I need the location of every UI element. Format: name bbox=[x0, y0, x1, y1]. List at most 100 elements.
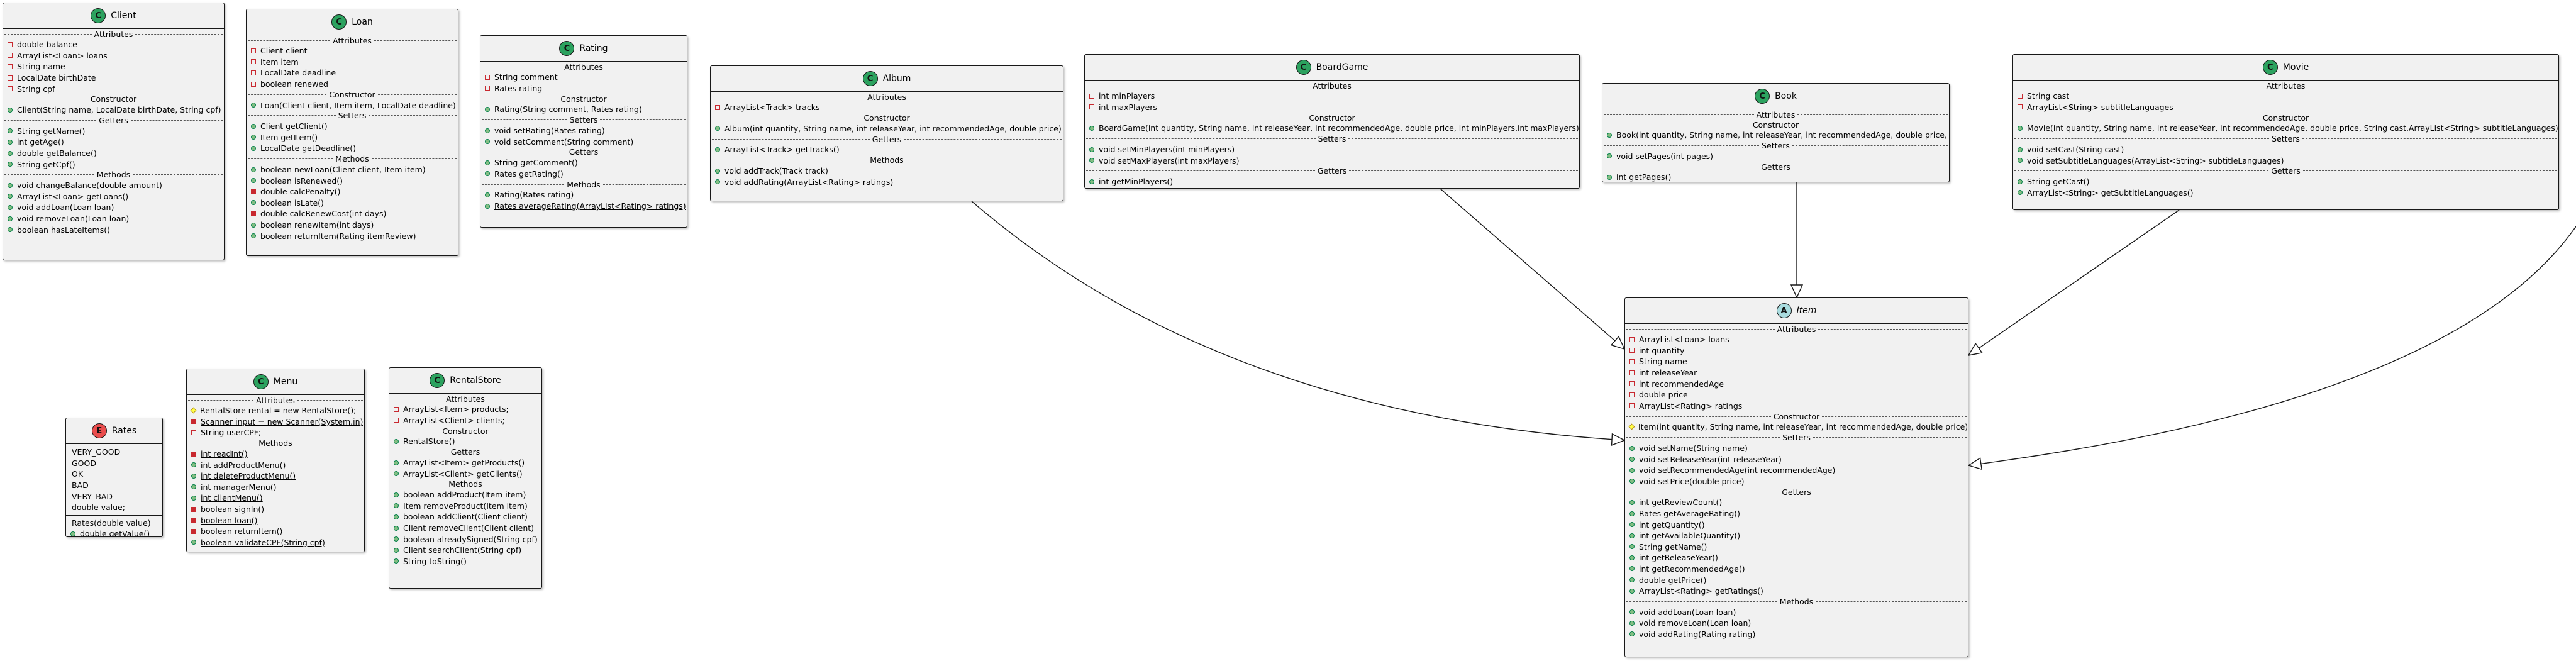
member-row: int maxPlayers bbox=[1085, 102, 1579, 113]
member-text: double price bbox=[1639, 390, 1688, 400]
section-label: Getters bbox=[1317, 166, 1347, 176]
public-member-icon bbox=[1607, 174, 1612, 180]
member-row: String comment bbox=[480, 72, 687, 83]
public-member-icon bbox=[191, 462, 196, 468]
section-label: Getters bbox=[450, 447, 480, 457]
member-row: Rates getAverageRating() bbox=[1625, 508, 1968, 519]
public-member-icon bbox=[2018, 158, 2023, 164]
section-title-getters: Getters bbox=[480, 147, 687, 157]
member-row: double price bbox=[1625, 389, 1968, 401]
section-title-getters: Getters bbox=[711, 134, 1063, 144]
public-member-icon bbox=[1629, 511, 1635, 516]
section-title-methods: Methods bbox=[389, 479, 541, 489]
member-row: ArrayList<String> subtitleLanguages bbox=[2013, 102, 2558, 113]
member-row: Client searchClient(String cpf) bbox=[389, 545, 541, 556]
member-row: boolean renewed bbox=[247, 79, 458, 90]
public-member-icon bbox=[394, 438, 399, 444]
class-name: Menu bbox=[273, 377, 298, 387]
section-label: Constructor bbox=[2262, 113, 2309, 123]
public-member-icon bbox=[1629, 566, 1635, 572]
member-text: String name bbox=[17, 62, 65, 72]
member-row: Rates rating bbox=[480, 83, 687, 94]
member-text: void setName(String name) bbox=[1639, 443, 1748, 453]
protected-member-icon bbox=[1628, 424, 1635, 430]
public-member-icon bbox=[1629, 544, 1635, 550]
member-text: Client searchClient(String cpf) bbox=[403, 545, 522, 555]
public-member-icon bbox=[1629, 499, 1635, 505]
section-title-methods: Methods bbox=[247, 154, 458, 164]
member-row: Item(int quantity, String name, int rele… bbox=[1625, 421, 1968, 433]
member-row: void setMaxPlayers(int maxPlayers) bbox=[1085, 155, 1579, 166]
member-text: BAD bbox=[72, 480, 89, 491]
member-row: int quantity bbox=[1625, 345, 1968, 357]
member-row: int getReviewCount() bbox=[1625, 497, 1968, 508]
member-text: int deleteProductMenu() bbox=[201, 471, 296, 481]
member-text: int readInt() bbox=[201, 449, 248, 459]
member-text: Rating(String comment, Rates rating) bbox=[494, 104, 642, 114]
private-method-icon bbox=[251, 189, 256, 194]
member-text: Client getClient() bbox=[260, 121, 328, 131]
member-text: Book(int quantity, String name, int rele… bbox=[1616, 130, 1949, 140]
member-text: String userCPF; bbox=[201, 428, 262, 438]
private-field-icon bbox=[485, 86, 490, 91]
member-text: void setPages(int pages) bbox=[1616, 151, 1714, 161]
edge-line bbox=[1968, 209, 2180, 356]
member-row: boolean loan() bbox=[187, 514, 364, 526]
public-member-icon bbox=[394, 547, 399, 553]
member-row: int managerMenu() bbox=[187, 482, 364, 493]
member-row: void setRecommendedAge(int recommendedAg… bbox=[1625, 465, 1968, 476]
public-member-icon bbox=[1629, 609, 1635, 615]
member-row: int getMinPlayers() bbox=[1085, 176, 1579, 187]
member-text: void setRating(Rates rating) bbox=[494, 126, 605, 136]
member-row: void addLoan(Loan loan) bbox=[1625, 606, 1968, 618]
member-text: String cast bbox=[2027, 91, 2070, 101]
section-label: Setters bbox=[338, 111, 367, 121]
member-row: ArrayList<Track> tracks bbox=[711, 102, 1063, 113]
public-member-icon bbox=[485, 192, 490, 197]
section-label: Getters bbox=[872, 134, 902, 144]
member-text: String name bbox=[1639, 357, 1687, 367]
member-row: String getCast() bbox=[2013, 176, 2558, 187]
public-member-icon bbox=[715, 179, 720, 185]
member-text: Rates rating bbox=[494, 83, 543, 93]
section-label: Methods bbox=[96, 170, 131, 180]
public-member-icon bbox=[485, 106, 490, 112]
member-row: double getPrice() bbox=[1625, 574, 1968, 586]
section-label: Attributes bbox=[1313, 81, 1352, 91]
public-member-icon bbox=[1607, 153, 1612, 159]
member-text: boolean renewed bbox=[260, 79, 328, 89]
member-text: OK bbox=[72, 469, 84, 479]
inheritance-arrowhead bbox=[1967, 457, 1982, 470]
public-member-icon bbox=[394, 503, 399, 509]
member-row: Rating(Rates rating) bbox=[480, 189, 687, 201]
member-text: ArrayList<Track> tracks bbox=[724, 103, 820, 113]
private-field-icon bbox=[1629, 370, 1635, 375]
section-label: Getters bbox=[1761, 162, 1790, 172]
public-member-icon bbox=[251, 178, 256, 184]
member-text: VERY_BAD bbox=[72, 491, 113, 501]
member-text: void addLoan(Loan loan) bbox=[1639, 607, 1736, 617]
section-label: Methods bbox=[870, 155, 904, 165]
member-row: String getComment() bbox=[480, 157, 687, 169]
member-text: int maxPlayers bbox=[1099, 102, 1157, 112]
member-row: int getMaxPlayers() bbox=[1085, 187, 1579, 189]
section-label: Methods bbox=[1779, 596, 1814, 606]
section-label: Setters bbox=[569, 115, 598, 125]
member-text: Item getItem() bbox=[260, 132, 318, 142]
member-row: boolean isLate() bbox=[247, 197, 458, 209]
public-member-icon bbox=[8, 227, 13, 233]
section-title-attributes: Attributes bbox=[247, 35, 458, 45]
member-text: int recommendedAge bbox=[1639, 379, 1724, 389]
